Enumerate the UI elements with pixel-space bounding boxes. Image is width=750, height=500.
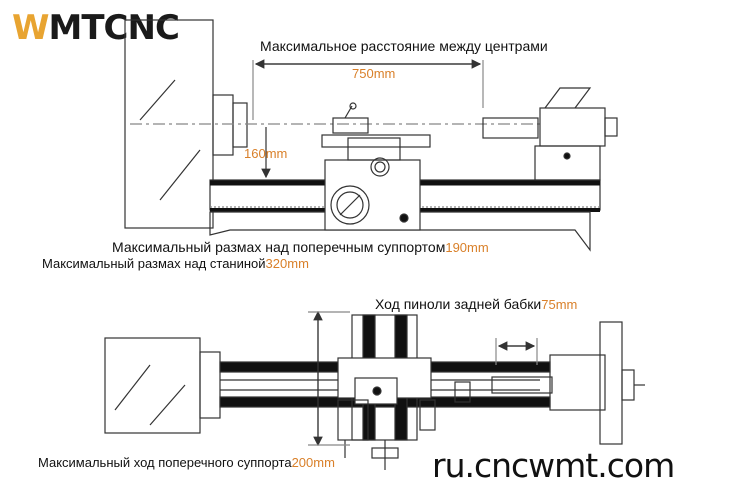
plan-headstock bbox=[104, 337, 201, 434]
swing-bed-label: Максимальный размах над станиной320mm bbox=[42, 256, 309, 271]
tailstock-quill-value: 75mm bbox=[541, 297, 578, 312]
front-view bbox=[124, 19, 618, 252]
swing-bed-value: 320mm bbox=[265, 256, 309, 271]
swing-cross-slide-value: 190mm bbox=[445, 240, 489, 255]
cross-slide-travel-label: Максимальный ход поперечного суппорта200… bbox=[38, 455, 335, 470]
between-centers-value: 750mm bbox=[352, 66, 396, 81]
tailstock-quill-label: Ход пиноли задней бабки75mm bbox=[375, 296, 578, 312]
swing-cross-slide-label: Максимальный размах над поперечным суппо… bbox=[112, 239, 489, 255]
site-url: ru.cncwmt.com bbox=[432, 446, 675, 485]
height-value: 160mm bbox=[244, 146, 288, 161]
brand-logo: WMTCNC bbox=[12, 8, 180, 48]
plan-view bbox=[104, 310, 645, 470]
cross-slide-travel-value: 200mm bbox=[291, 455, 335, 470]
between-centers-label: Максимальное расстояние между центрами bbox=[260, 38, 548, 54]
